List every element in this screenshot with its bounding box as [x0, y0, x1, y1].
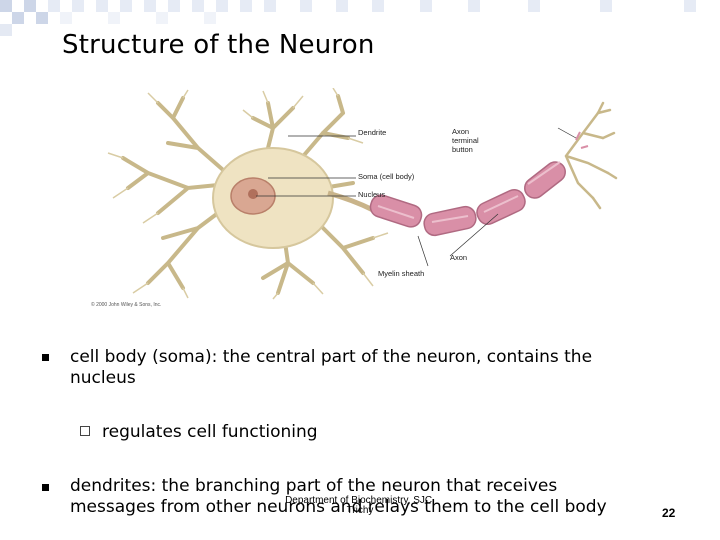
decorative-corner-grid	[0, 0, 696, 36]
label-axon-terminal-1: Axon	[452, 127, 469, 136]
sub-bullet-marker	[80, 426, 90, 436]
neuron-diagram: Dendrite Soma (cell body) Nucleus Axon M…	[88, 88, 618, 300]
bullet-marker	[42, 354, 49, 361]
label-axon-terminal-3: button	[452, 145, 473, 154]
label-axon-terminal-2: terminal	[452, 136, 479, 145]
figure-copyright: © 2000 John Wiley & Sons, Inc.	[91, 302, 162, 308]
slide-title: Structure of the Neuron	[62, 30, 375, 60]
footer-line2: Trichy	[346, 505, 374, 516]
footer-line1: Department of Biochemistry, SJC,	[285, 495, 435, 506]
slide-footer: Department of Biochemistry, SJC, Trichy	[270, 496, 450, 516]
label-axon: Axon	[450, 253, 467, 262]
bullet-cell-body-line2: nucleus	[70, 368, 136, 388]
label-dendrite: Dendrite	[358, 128, 386, 137]
bullet-cell-body: cell body (soma): the central part of th…	[70, 347, 690, 389]
label-nucleus: Nucleus	[358, 190, 385, 199]
label-soma: Soma (cell body)	[358, 172, 415, 181]
bullet-dendrites-line2: messages from other neurons and relays t…	[70, 497, 607, 517]
dendrite-branches	[121, 94, 375, 295]
bullet-cell-body-line1: cell body (soma): the central part of th…	[70, 347, 593, 367]
bullet-dendrites-line1: dendrites: the branching part of the neu…	[70, 476, 558, 496]
bullet-marker	[42, 484, 49, 491]
label-myelin: Myelin sheath	[378, 269, 424, 278]
axon-terminals	[564, 101, 618, 210]
sub-bullet-regulates: regulates cell functioning	[102, 422, 318, 443]
page-number: 22	[662, 506, 676, 520]
bullet-dendrites: dendrites: the branching part of the neu…	[70, 476, 710, 518]
sub-bullet-text: regulates cell functioning	[102, 422, 318, 442]
